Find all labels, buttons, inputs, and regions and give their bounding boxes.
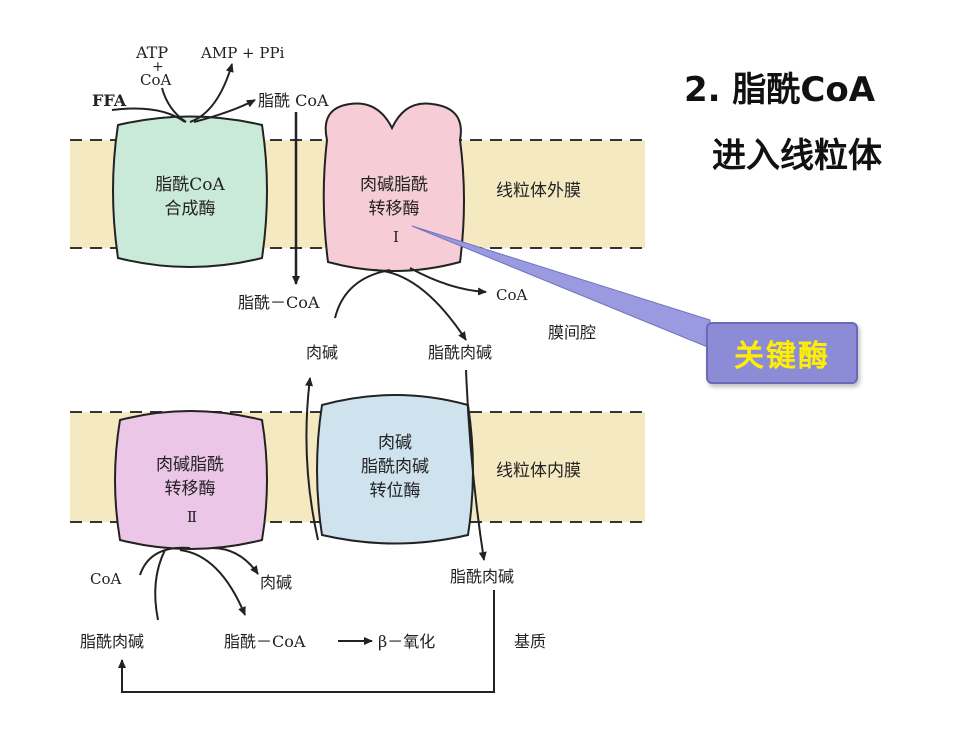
cpt2-label-1: 肉碱脂酰 bbox=[156, 455, 224, 475]
intermembrane-space-label: 膜间腔 bbox=[548, 323, 596, 342]
atp-coa-input-arrow bbox=[161, 87, 187, 123]
cpt2-label-2: 转移酶 bbox=[165, 479, 216, 499]
coa-top-label: CoA bbox=[140, 71, 172, 89]
acyl-coa-top-label: 脂酰 CoA bbox=[258, 91, 329, 110]
inner-membrane-label: 线粒体内膜 bbox=[496, 461, 581, 481]
acyl-coa-synthetase-protein bbox=[112, 115, 268, 268]
amp-output-arrow bbox=[189, 63, 234, 123]
atp-label: ATP bbox=[135, 43, 168, 62]
carnitine-mid-label: 肉碱 bbox=[306, 343, 338, 362]
page-title: 2. 脂酰CoA bbox=[684, 70, 876, 110]
coa-bottom-label: CoA bbox=[90, 570, 122, 588]
synthetase-label-2: 合成酶 bbox=[165, 199, 216, 219]
acylcarnitine-return-loop bbox=[118, 590, 495, 693]
carnitine-to-cpt1-arrow bbox=[334, 269, 391, 319]
key-enzyme-callout-text: 关键酶 bbox=[734, 339, 830, 374]
acyl-coa-output-arrow bbox=[193, 99, 256, 123]
acylcarnitine-bottom-left-label: 脂酰肉碱 bbox=[80, 632, 144, 651]
plus-label: + bbox=[152, 59, 164, 75]
acylcarnitine-mid-label: 脂酰肉碱 bbox=[428, 343, 492, 362]
key-enzyme-callout: 关键酶 bbox=[706, 322, 858, 384]
translocase-label-2: 脂酰肉碱 bbox=[361, 457, 429, 477]
amp-ppi-label: AMP + PPi bbox=[200, 44, 285, 62]
coa-to-cpt2-arrow bbox=[139, 546, 191, 576]
matrix-label: 基质 bbox=[514, 632, 546, 651]
cpt1-to-acylcarnitine-arrow bbox=[371, 269, 467, 341]
ffa-input-arrow bbox=[111, 107, 186, 123]
translocase-label-1: 肉碱 bbox=[378, 433, 412, 453]
outer-membrane-label: 线粒体外膜 bbox=[496, 181, 581, 201]
ffa-label: FFA bbox=[92, 91, 127, 110]
acylcarnitine-import-arrow bbox=[465, 369, 487, 561]
beta-oxidation-label: β－氧化 bbox=[378, 632, 435, 651]
acyl-coa-mid-label: 脂酰－CoA bbox=[238, 293, 320, 312]
acylcarnitine-matrix-label: 脂酰肉碱 bbox=[450, 567, 514, 586]
cpt2-protein bbox=[114, 410, 268, 550]
page-subtitle: 进入线粒体 bbox=[712, 136, 882, 176]
cpt1-to-coa-arrow bbox=[409, 267, 487, 296]
cpt1-label-2: 转移酶 bbox=[369, 199, 420, 219]
synthetase-label-1: 脂酰CoA bbox=[155, 175, 225, 195]
acyl-coa-bottom-label: 脂酰－CoA bbox=[224, 632, 306, 651]
cpt1-protein bbox=[322, 102, 465, 272]
cpt2-label-3: Ⅱ bbox=[187, 508, 197, 526]
translocase-protein bbox=[316, 394, 474, 545]
translocase-label-3: 转位酶 bbox=[370, 481, 421, 501]
coa-mid-label: CoA bbox=[496, 286, 528, 304]
cpt1-label-1: 肉碱脂酰 bbox=[360, 175, 428, 195]
cpt2-to-carnitine-arrow bbox=[211, 547, 259, 575]
cpt2-to-acyl-coa-arrow bbox=[179, 549, 246, 616]
acylcarnitine-to-cpt2-arrow bbox=[154, 549, 166, 621]
carnitine-bottom-label: 肉碱 bbox=[260, 573, 292, 592]
cpt1-label-3: Ⅰ bbox=[393, 228, 399, 246]
carnitine-export-arrow bbox=[305, 377, 319, 541]
